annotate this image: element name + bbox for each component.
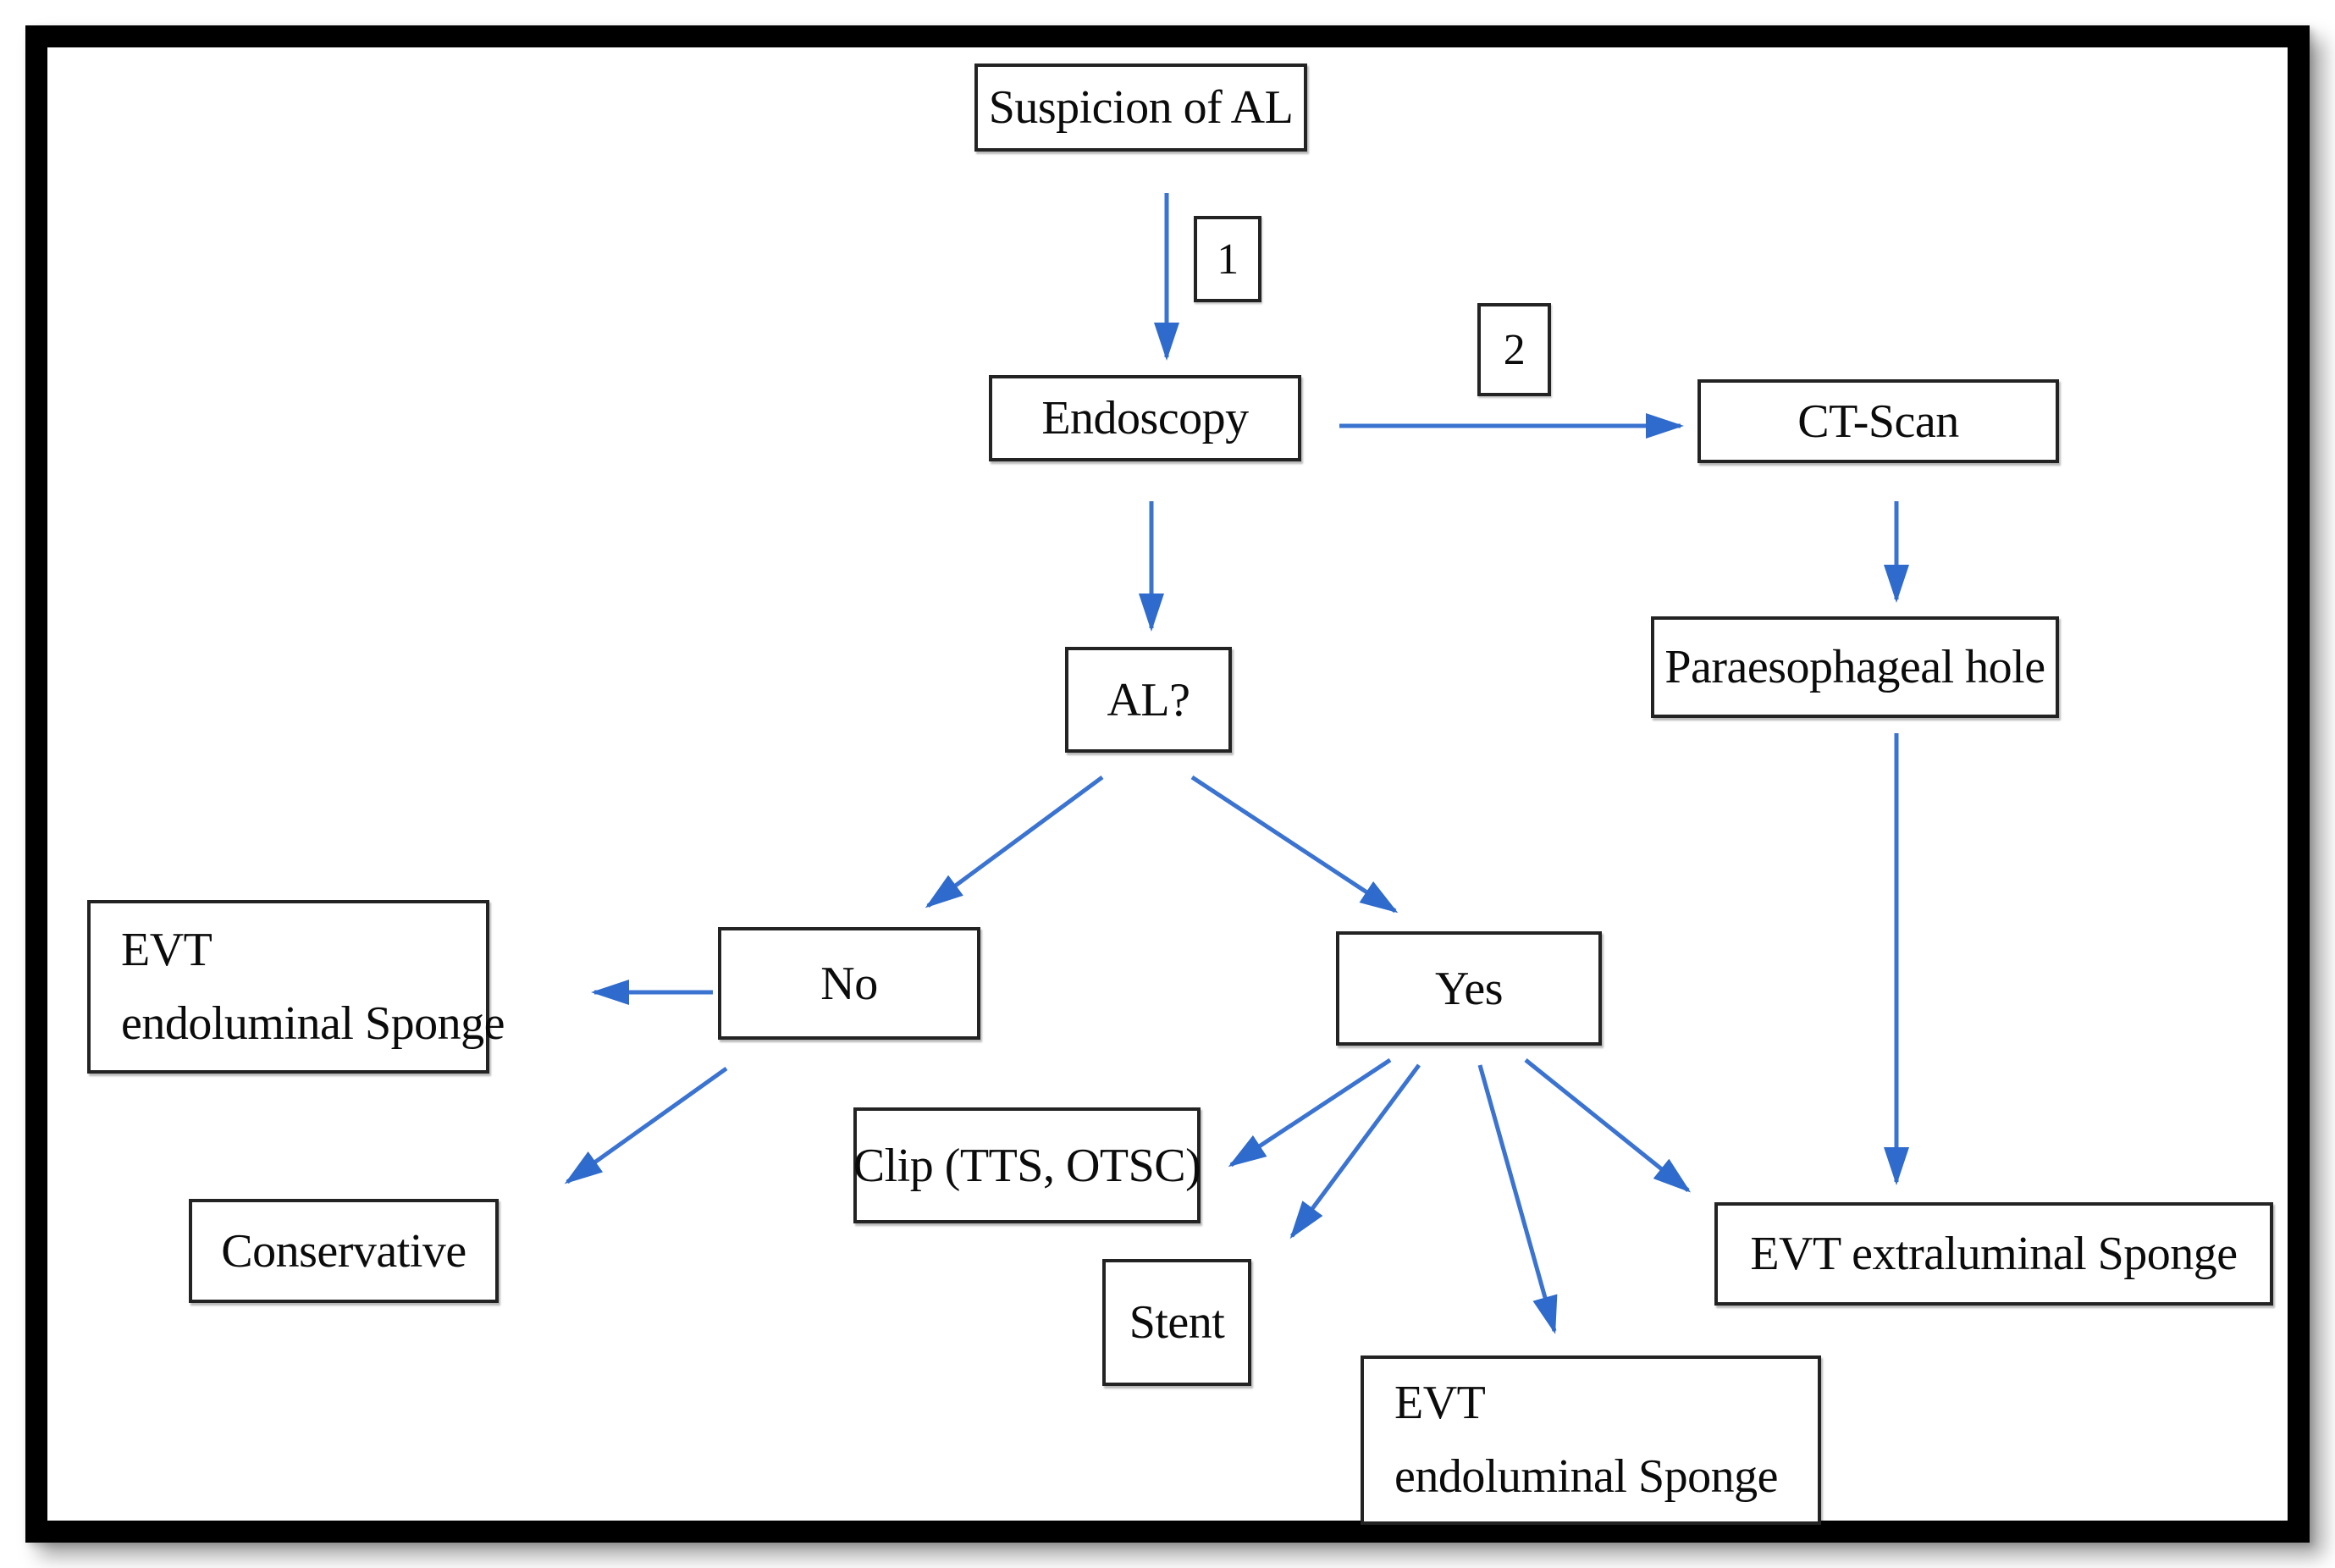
node-evt-extraluminal-sponge: EVT extraluminal Sponge (1714, 1202, 2273, 1306)
node-step-1: 1 (1194, 216, 1261, 302)
node-label: Paraesophageal hole (1664, 641, 2045, 693)
node-label: EVT extraluminal Sponge (1750, 1228, 2238, 1280)
node-no: No (718, 927, 980, 1040)
node-al-question: AL? (1065, 647, 1232, 753)
arrow-al-no (925, 775, 1104, 908)
node-endoscopy: Endoscopy (989, 375, 1301, 461)
node-label: CT-Scan (1797, 395, 1959, 448)
arrow-al-yes (1190, 775, 1399, 914)
node-label-line2: endoluminal Sponge (121, 997, 505, 1050)
node-label-line1: EVT (1394, 1377, 1486, 1430)
arrow-yes-evt-extraluminal (1524, 1058, 1692, 1193)
node-label: Yes (1435, 962, 1503, 1015)
node-step-2: 2 (1477, 303, 1551, 396)
node-stent: Stent (1102, 1259, 1251, 1386)
node-ct-scan: CT-Scan (1697, 379, 2059, 463)
arrow-yes-clip (1228, 1057, 1392, 1168)
node-label: No (820, 957, 878, 1010)
node-label: Conservative (221, 1224, 466, 1278)
node-evt-endoluminal-sponge-bottom: EVT endoluminal Sponge (1361, 1355, 1821, 1525)
node-yes: Yes (1336, 931, 1602, 1046)
node-label: 1 (1217, 235, 1239, 284)
node-conservative: Conservative (189, 1199, 499, 1303)
node-label-line2: endoluminal Sponge (1394, 1450, 1778, 1503)
arrow-yes-evt-endoluminal (1477, 1064, 1558, 1334)
node-paraesophageal-hole: Paraesophageal hole (1651, 616, 2059, 718)
node-label: Suspicion of AL (988, 81, 1294, 134)
node-label: 2 (1503, 325, 1526, 374)
arrow-no-conservative (564, 1066, 728, 1184)
node-label: Stent (1129, 1296, 1225, 1349)
arrow-yes-stent (1289, 1063, 1421, 1239)
node-label: AL? (1107, 673, 1190, 726)
node-evt-endoluminal-sponge-left: EVT endoluminal Sponge (87, 900, 505, 1074)
node-clip-tts-otsc: Clip (TTS, OTSC) (853, 1107, 1201, 1223)
node-label-line1: EVT (121, 923, 213, 976)
node-label: Endoscopy (1041, 392, 1249, 444)
node-suspicion-of-al: Suspicion of AL (974, 63, 1307, 152)
node-label: Clip (TTS, OTSC) (853, 1139, 1201, 1192)
